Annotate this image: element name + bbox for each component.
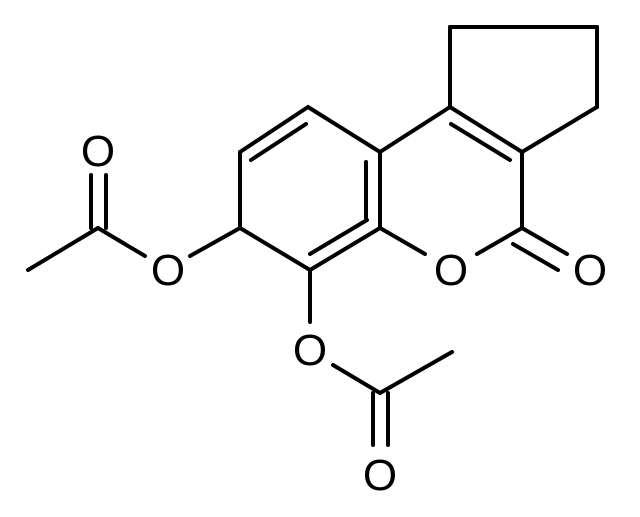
bond-c9b-c3a	[448, 105, 524, 154]
bond-c6-c5a	[308, 226, 382, 272]
bond-c4-ketone-upper	[520, 226, 569, 256]
bond-c9b-c3a-double	[449, 122, 512, 162]
bond-c7-o-acetoxy	[188, 226, 242, 258]
acetoxy-6-carbonyl-oxygen-label: O	[363, 451, 397, 500]
acetoxy-7-carbonyl-oxygen-label: O	[81, 127, 115, 176]
bond-c9b-c9a	[378, 105, 452, 154]
bond-c4-o-ring	[475, 226, 524, 256]
ring-oxygen-label: O	[434, 246, 468, 295]
bond-c6-c5a-double	[308, 218, 369, 256]
bond-c7-c6	[238, 226, 312, 272]
bond-c4-ketone-lower	[511, 242, 560, 272]
bond-c9-c8	[238, 105, 310, 154]
bond-o-acetoxy-carbonyl	[96, 226, 147, 258]
bond-c3-c3a	[520, 105, 599, 154]
acetoxy-6-oxygen-label: O	[293, 326, 327, 375]
bond-c9-c8-double	[249, 122, 308, 162]
bond-o-acetoxy-carbonyl-bottom	[331, 363, 382, 395]
bond-carbonyl-methyl-bottom	[378, 350, 454, 395]
acetoxy-7-oxygen-label: O	[151, 246, 185, 295]
bond-carbonyl-methyl-left	[26, 226, 100, 272]
bond-o-ring-c5a	[378, 226, 427, 256]
bond-c9a-c9	[306, 105, 382, 154]
ketone-oxygen-label: O	[573, 246, 607, 295]
